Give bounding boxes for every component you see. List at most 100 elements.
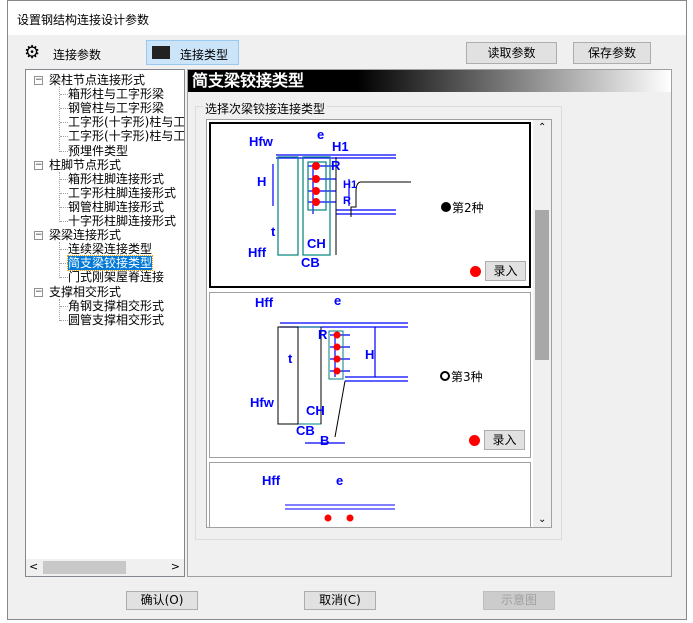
tree-line bbox=[60, 178, 68, 180]
radio-empty-icon[interactable] bbox=[440, 371, 450, 381]
tree-line bbox=[60, 263, 68, 265]
label-e: e bbox=[336, 473, 343, 488]
label-h: H bbox=[365, 347, 374, 362]
type-panel: 简支梁铰接类型 选择次梁铰接连接类型 Hfw e H1 R H H1 R t bbox=[187, 69, 672, 577]
collapse-icon[interactable]: − bbox=[34, 75, 43, 85]
label-e: e bbox=[334, 293, 341, 308]
ok-button[interactable]: 确认(O) bbox=[126, 591, 198, 610]
label-hfw: Hfw bbox=[250, 395, 275, 410]
scroll-left-icon[interactable]: < bbox=[29, 560, 39, 573]
tree-item[interactable]: 箱形柱与工字形梁 bbox=[68, 87, 165, 102]
scroll-thumb[interactable] bbox=[43, 561, 126, 574]
collapse-icon[interactable]: − bbox=[34, 230, 43, 241]
label-h1b: H1 bbox=[343, 179, 357, 191]
diagram-type-2: Hfw e H1 R H H1 R t Hff CH CB bbox=[248, 127, 411, 270]
tree-line bbox=[60, 221, 68, 222]
scroll-thumb[interactable] bbox=[535, 210, 549, 360]
label-hff: Hff bbox=[255, 295, 274, 310]
label-cb: CB bbox=[296, 423, 315, 438]
label-ch: CH bbox=[307, 236, 326, 251]
tree-line bbox=[60, 249, 68, 251]
label-b: B bbox=[320, 433, 329, 448]
type-list: Hfw e H1 R H H1 R t Hff CH CB 第2种 录入 bbox=[206, 119, 552, 528]
tree-item[interactable]: 连续梁连接类型 bbox=[68, 242, 153, 257]
label-e: e bbox=[317, 127, 324, 142]
option-label: 第2种 bbox=[452, 201, 484, 215]
label-r: R bbox=[331, 158, 341, 173]
tree-item[interactable]: 十字形柱脚连接形式 bbox=[68, 214, 177, 228]
tree-line bbox=[60, 122, 68, 124]
scroll-right-icon[interactable]: > bbox=[170, 560, 180, 573]
tree-item[interactable]: 预埋件类型 bbox=[68, 143, 129, 158]
collapse-icon[interactable]: − bbox=[34, 159, 43, 170]
label-ch: CH bbox=[306, 403, 325, 418]
type-option-2[interactable]: Hfw e H1 R H H1 R t Hff CH CB 第2种 录入 bbox=[209, 122, 531, 288]
tab-label: 连接类型 bbox=[180, 48, 229, 62]
tree-item[interactable]: 简支梁铰接类型 bbox=[66, 255, 154, 272]
panel-title: 简支梁铰接类型 bbox=[188, 70, 671, 92]
tab-label: 连接参数 bbox=[53, 48, 102, 62]
red-dot-icon bbox=[470, 266, 481, 277]
dialog-window: 设置钢结构连接设计参数 ⚙ 连接参数 连接类型 读取参数 保存参数 < > −梁… bbox=[7, 0, 687, 620]
tree-line bbox=[59, 298, 60, 321]
label-cb: CB bbox=[301, 255, 320, 270]
tree-line bbox=[60, 136, 68, 138]
tree-group[interactable]: 柱脚节点形式 bbox=[49, 157, 122, 172]
label-hff: Hff bbox=[248, 245, 267, 260]
radio-filled-icon[interactable] bbox=[441, 202, 451, 212]
tree-item[interactable]: 钢管柱脚连接形式 bbox=[68, 199, 165, 214]
tree-group[interactable]: 梁柱节点连接形式 bbox=[49, 73, 146, 87]
tree-line bbox=[60, 305, 68, 307]
tree-line bbox=[60, 108, 68, 110]
diagram-type-3: Hff e R H t Hfw CH CB B bbox=[250, 293, 408, 448]
tree-line bbox=[60, 277, 68, 279]
diagram-type-4: Hff e bbox=[262, 473, 395, 522]
type-option-4[interactable]: Hff e bbox=[209, 462, 531, 527]
type-group: 选择次梁铰接连接类型 Hfw e H1 R H H1 R t Hff bbox=[195, 102, 562, 540]
tree-item[interactable]: 角钢支撑相交形式 bbox=[68, 298, 165, 313]
save-params-button[interactable]: 保存参数 bbox=[573, 42, 651, 64]
tree-hscrollbar[interactable]: < > bbox=[26, 559, 184, 576]
label-rb: R bbox=[343, 195, 351, 207]
tree-item[interactable]: 圆管支撑相交形式 bbox=[68, 312, 165, 327]
tree-line bbox=[59, 242, 60, 279]
tree-line bbox=[60, 150, 68, 152]
title-bar: 设置钢结构连接设计参数 bbox=[8, 1, 686, 35]
tree-line bbox=[60, 319, 68, 321]
diagram-button: 示意图 bbox=[483, 591, 555, 610]
tree-item[interactable]: 钢管柱与工字形梁 bbox=[68, 101, 165, 116]
tree-group[interactable]: 梁梁连接形式 bbox=[49, 228, 122, 243]
group-label: 选择次梁铰接连接类型 bbox=[203, 102, 328, 116]
enter-button[interactable]: 录入 bbox=[484, 430, 525, 450]
label-h: H bbox=[257, 174, 266, 189]
list-vscrollbar[interactable]: ⌃ ⌄ bbox=[533, 120, 551, 527]
type-option-3[interactable]: Hff e R H t Hfw CH CB B 第3种 录入 bbox=[209, 292, 531, 458]
tree-item[interactable]: 工字形(十字形)柱与工 bbox=[68, 115, 185, 130]
cancel-button[interactable]: 取消(C) bbox=[304, 591, 376, 610]
tree-line bbox=[60, 192, 68, 194]
category-tree: < > −梁柱节点连接形式箱形柱与工字形梁钢管柱与工字形梁工字形(十字形)柱与工… bbox=[25, 69, 185, 577]
tree-item[interactable]: 工字形(十字形)柱与工 bbox=[68, 129, 185, 144]
label-t: t bbox=[288, 351, 293, 366]
scroll-up-icon[interactable]: ⌃ bbox=[538, 122, 547, 133]
collapse-icon[interactable]: − bbox=[34, 286, 43, 297]
option-label: 第3种 bbox=[451, 370, 483, 384]
window-title: 设置钢结构连接设计参数 bbox=[17, 13, 150, 27]
enter-button[interactable]: 录入 bbox=[485, 261, 526, 281]
tab-connection-types[interactable]: 连接类型 bbox=[146, 40, 239, 65]
tab-connection-params[interactable]: ⚙ 连接参数 bbox=[22, 41, 112, 65]
map-icon bbox=[152, 46, 170, 59]
scroll-down-icon[interactable]: ⌄ bbox=[538, 514, 547, 525]
tree-item[interactable]: 箱形柱脚连接形式 bbox=[68, 171, 165, 186]
tree-group[interactable]: 支撑相交形式 bbox=[49, 284, 122, 299]
tree-line bbox=[59, 87, 60, 152]
red-dot-icon bbox=[469, 435, 480, 446]
label-t: t bbox=[271, 224, 276, 239]
tree-line bbox=[59, 171, 60, 222]
tree-item[interactable]: 工字形柱脚连接形式 bbox=[68, 185, 177, 200]
read-params-button[interactable]: 读取参数 bbox=[466, 42, 557, 64]
label-hfw: Hfw bbox=[249, 134, 274, 149]
tree-line bbox=[60, 206, 68, 208]
tree-line bbox=[60, 94, 68, 96]
tree-item[interactable]: 门式刚架屋脊连接 bbox=[68, 270, 165, 285]
